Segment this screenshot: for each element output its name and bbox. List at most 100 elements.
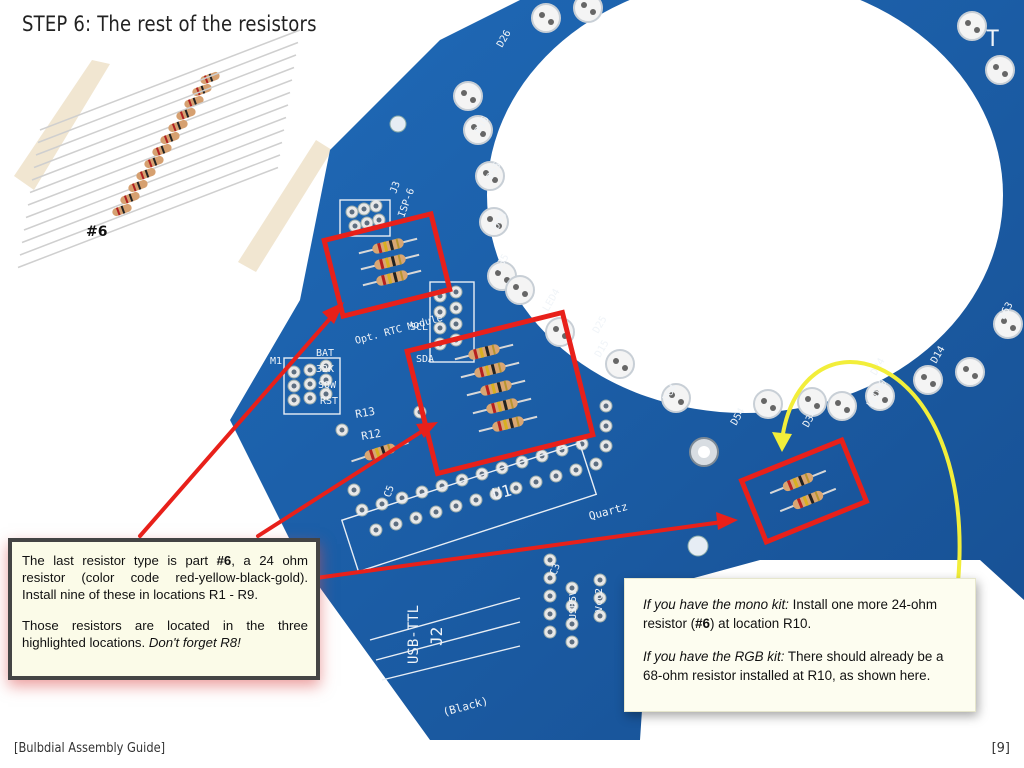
solder-pad [347, 483, 361, 497]
solder-pad [529, 475, 543, 489]
solder-pad [543, 589, 557, 603]
solder-pad [303, 377, 317, 391]
strip-resistor [19, 154, 281, 256]
silkscreen-c3: C3 [548, 562, 562, 577]
silkscreen-usb5v: USB5V [568, 590, 579, 620]
silkscreen-j3: J3 [388, 180, 402, 195]
strip-resistor [17, 166, 279, 269]
solder-pad [369, 523, 383, 537]
silkscreen-top_t: T [986, 27, 999, 52]
solder-pad [335, 423, 349, 437]
silkscreen-sda: SDA [416, 354, 434, 365]
silkscreen-j2: J2 [427, 627, 446, 646]
solder-pad [599, 419, 613, 433]
solder-pad [287, 393, 301, 407]
solder-pad [569, 463, 583, 477]
strip-resistor [33, 66, 295, 169]
led-footprint [505, 275, 535, 305]
led-footprint [913, 365, 943, 395]
silkscreen-k32: 32K [316, 364, 334, 375]
solder-pad [543, 625, 557, 639]
solder-pad [469, 493, 483, 507]
resistor-strip-photo [14, 29, 332, 272]
solder-pad [287, 379, 301, 393]
led-footprint [605, 349, 635, 379]
solder-pad [589, 457, 603, 471]
solder-pad [369, 199, 383, 213]
silkscreen-usb_ttl: USB-TTL [406, 605, 422, 664]
led-footprint [573, 0, 603, 23]
part-reference: #6 [216, 553, 232, 568]
silkscreen-vcc2: Vcc2 [594, 588, 605, 612]
kit-label: If you have the RGB kit: [643, 649, 785, 664]
silkscreen-m1: M1 [270, 356, 282, 367]
strip-resistor [21, 141, 283, 244]
solder-pad [409, 511, 423, 525]
strip-resistor [29, 91, 291, 194]
reminder-text: Don't forget R8! [148, 635, 241, 650]
note-left-paragraph-2: Those resistors are located in the three… [22, 617, 308, 651]
silkscreen-sqw: SQW [318, 380, 337, 391]
solder-pad [303, 391, 317, 405]
note-right-paragraph-2: If you have the RGB kit: There should al… [643, 647, 961, 685]
silkscreen-scl: SCL [410, 322, 428, 333]
highlight-box-r4-r8 [404, 309, 596, 477]
instruction-note-right: If you have the mono kit: Install one mo… [624, 578, 976, 712]
solder-pad [449, 317, 463, 331]
solder-pad [599, 399, 613, 413]
led-footprint [827, 391, 857, 421]
solder-pad [287, 365, 301, 379]
note-left-text: The last resistor type is part [22, 553, 217, 568]
silkscreen-rst: RST [320, 396, 338, 407]
note-right-paragraph-1: If you have the mono kit: Install one mo… [643, 595, 961, 633]
note-right-text: Install one more 24-ohm resistor ( [643, 597, 938, 631]
led-footprint [753, 389, 783, 419]
kit-label: If you have the mono kit: [643, 597, 789, 612]
strip-resistor [31, 79, 293, 181]
led-footprint [985, 55, 1015, 85]
yellow-arrow [772, 360, 962, 583]
red-arrows [138, 302, 738, 580]
solder-pad [449, 301, 463, 315]
note-left-text: Those resistors are located in the three… [22, 618, 308, 650]
page-title: STEP 6: The rest of the resistors [22, 12, 317, 36]
strip-resistor [25, 116, 287, 219]
solder-pad [593, 573, 607, 587]
led-footprint [531, 3, 561, 33]
silkscreen-u1: U1 [490, 481, 514, 504]
note-right-text: There should already be a 68-ohm resisto… [643, 649, 944, 683]
solder-pad [429, 505, 443, 519]
solder-pad [303, 363, 317, 377]
solder-pad [345, 205, 359, 219]
note-left-paragraph-1: The last resistor type is part #6, a 24 … [22, 552, 308, 603]
solder-pad [565, 635, 579, 649]
note-right-text: ) at location R10. [710, 616, 812, 631]
highlight-box-r1-r3 [321, 210, 453, 320]
solder-pad [549, 469, 563, 483]
silkscreen-r13: R13 [354, 405, 376, 421]
strip-resistor [23, 129, 285, 231]
strip-resistor [35, 54, 297, 156]
instruction-note-left: The last resistor type is part #6, a 24 … [8, 538, 320, 680]
silkscreen-r12: R12 [360, 427, 382, 443]
solder-pad [357, 202, 371, 216]
solder-pad [449, 499, 463, 513]
footer-guide-title: [Bulbdial Assembly Guide] [14, 741, 166, 756]
silkscreen-bat: BAT [316, 348, 334, 359]
silkscreen-c5: C5 [382, 484, 396, 499]
led-footprint [957, 11, 987, 41]
part-number-label: #6 [86, 224, 108, 240]
led-footprint [955, 357, 985, 387]
strip-resistor [27, 104, 289, 206]
part-reference: #6 [695, 616, 710, 631]
highlight-box-r10 [738, 436, 870, 546]
solder-pad [543, 607, 557, 621]
solder-pad [389, 517, 403, 531]
note-left-text: , a 24 ohm resistor (color code red-yell… [22, 553, 309, 602]
led-footprint [453, 81, 483, 111]
page-number: [9] [991, 741, 1010, 756]
solder-pad [599, 439, 613, 453]
